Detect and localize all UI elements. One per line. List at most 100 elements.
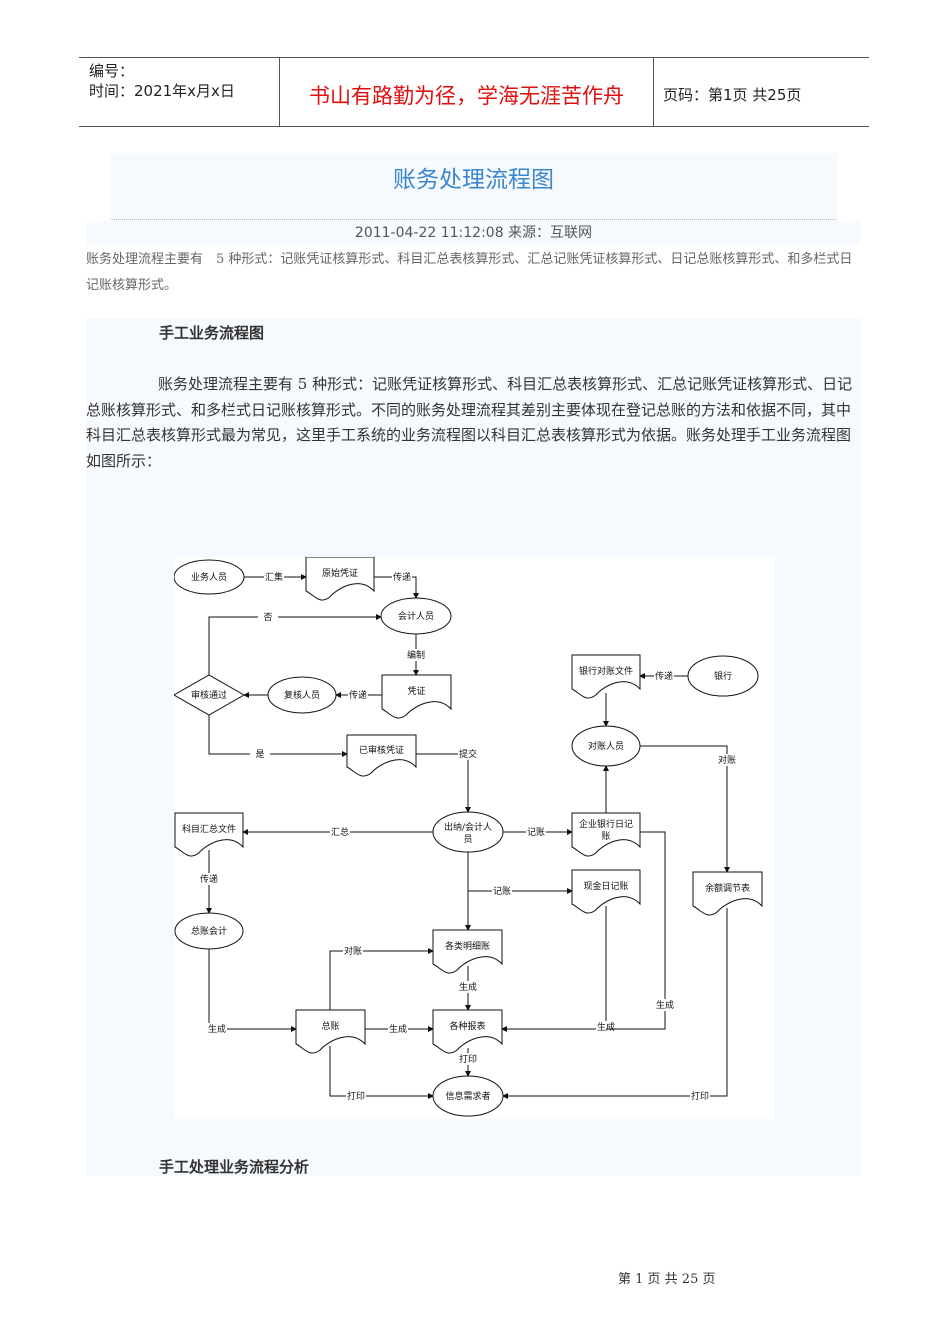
edge-label: 传递 [655,670,673,682]
process-ellipse [687,655,759,697]
node-label: 总账 [321,1020,339,1032]
flow-arrow [208,949,297,1032]
edge-label: 编制 [407,649,425,661]
document-shape [571,812,641,857]
divider [653,58,654,126]
edge-label-bg [492,885,512,897]
edge-label: 记账 [527,827,545,838]
node-label: 业务人员 [191,571,227,583]
flow-arrow [640,745,730,873]
edge-label-bg [343,945,363,957]
page-info: 页码：第1页 共25页 [663,86,802,104]
edge-label: 提交 [459,748,477,760]
edge-label-bg [654,670,674,682]
document-shape [381,674,452,719]
node-label: 余额调节表 [705,882,750,894]
flow-arrow [327,948,434,1015]
time-label: 时间：2021年x月x日 [89,82,235,100]
edge-label: 传递 [200,873,218,885]
flow-arrow [329,1046,434,1099]
edge-label-bg [406,649,426,661]
section-paragraph: 账务处理流程主要有 5 种形式：记账凭证核算形式、科目汇总表核算形式、汇总记账凭… [86,375,853,470]
process-ellipse [173,559,245,595]
edge-label: 打印 [347,1090,365,1102]
edge-label-bg [348,689,368,701]
document-shape [305,556,375,601]
node-label: 凭证 [407,685,425,697]
edge-label: 生成 [656,999,674,1011]
process-ellipse [174,912,244,950]
flow-arrow [374,576,419,599]
edge-label: 打印 [459,1053,477,1065]
edge-label-bg [690,1090,710,1102]
node-label: 企业银行日记 [579,818,633,830]
edge-label: 传递 [393,571,411,583]
edge-label: 生成 [389,1023,407,1035]
edge-label: 对账 [344,945,362,957]
edge-label: 生成 [459,981,477,993]
motto: 书山有路勤为径，学海无涯苦作舟 [309,84,624,108]
flowchart: 汇集传递否编制传递是提交汇总传递生成生成对账生成打印打印打印记账记账生成生成传递… [172,556,774,1119]
edge-label-bg [526,826,546,838]
process-ellipse [380,597,452,635]
decision-diamond [172,674,246,716]
flow-arrow [502,908,728,1099]
node-label: 出纳/会计人 [444,821,492,833]
edge-label-bg [655,999,675,1011]
node-label: 各种报表 [449,1020,485,1032]
flow-arrow [208,614,382,675]
document-shape [432,929,503,974]
edge-label: 生成 [597,1021,615,1033]
header-info: 编号： 时间：2021年x月x日 [89,61,235,101]
process-ellipse [432,811,504,853]
divider [279,58,280,126]
node-label: 总账会计 [191,925,227,937]
node-label: 审核通过 [191,689,227,701]
edge-label: 汇总 [331,826,349,838]
edge-label-bg [258,611,278,623]
node-label: 原始凭证 [322,567,358,579]
flow-arrow [416,753,471,813]
document-shape [346,734,417,777]
document-shape [571,654,641,699]
flowchart-svg: 汇集传递否编制传递是提交汇总传递生成生成对账生成打印打印打印记账记账生成生成传递… [172,556,763,1117]
process-ellipse [432,1075,504,1117]
edge-label: 打印 [691,1090,709,1102]
edge-label-bg [346,1090,366,1102]
page-footer: 第 1 页 共 25 页 [618,1272,716,1287]
document-shape [295,1009,366,1054]
node-label: 员 [463,834,472,845]
edge-label: 汇集 [265,571,283,583]
edge-label-bg [392,571,412,583]
edge-label: 记账 [493,886,511,897]
section-heading: 手工处理业务流程分析 [159,1158,310,1176]
document-shape [432,1009,503,1054]
node-label: 会计人员 [398,610,434,622]
process-ellipse [571,725,641,767]
edge-label-bg [388,1023,408,1035]
number-label: 编号： [89,62,135,80]
edge-label-bg [199,873,219,885]
node-label: 信息需求者 [445,1090,490,1102]
node-label: 对账人员 [588,740,624,752]
node-label: 银行对账文件 [579,665,633,677]
edge-label-bg [207,1023,227,1035]
document-shape [571,869,641,914]
edge-label: 传递 [349,689,367,701]
title-box: 账务处理流程图 [110,153,837,220]
edge-label: 是 [255,749,264,760]
document-shape [692,871,763,916]
node-label: 现金日记账 [583,880,628,892]
node-label: 各类明细账 [445,940,490,952]
edge-label-bg [458,748,478,760]
edge-label: 生成 [208,1023,226,1035]
node-label: 已审核凭证 [359,744,404,756]
flow-arrow [501,906,607,1032]
intro-text: 账务处理流程主要有 5 种形式：记账凭证核算形式、科目汇总表核算形式、汇总记账凭… [86,252,853,293]
edge-label-bg [330,826,350,838]
flow-arrow [208,715,348,757]
edge-label: 对账 [718,754,736,766]
edge-label-bg [596,1021,616,1033]
process-ellipse [267,676,337,714]
